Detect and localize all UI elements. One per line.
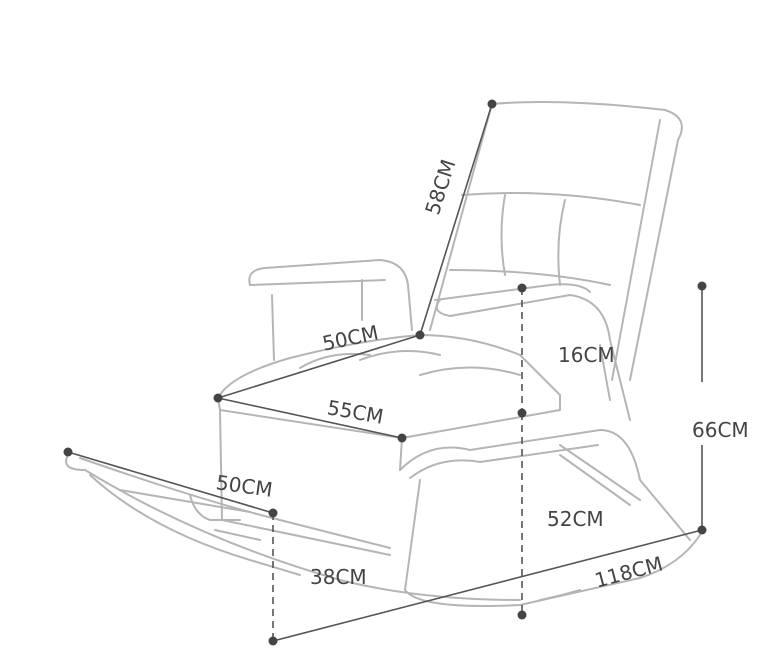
footrest-height-label: 38CM xyxy=(310,565,367,589)
dimension-lines xyxy=(63,99,707,646)
chair-outline xyxy=(65,101,701,607)
seat-height-label: 52CM xyxy=(547,507,604,531)
armrest-height-label: 16CM xyxy=(558,343,615,367)
total-height-label: 66CM xyxy=(692,418,749,442)
